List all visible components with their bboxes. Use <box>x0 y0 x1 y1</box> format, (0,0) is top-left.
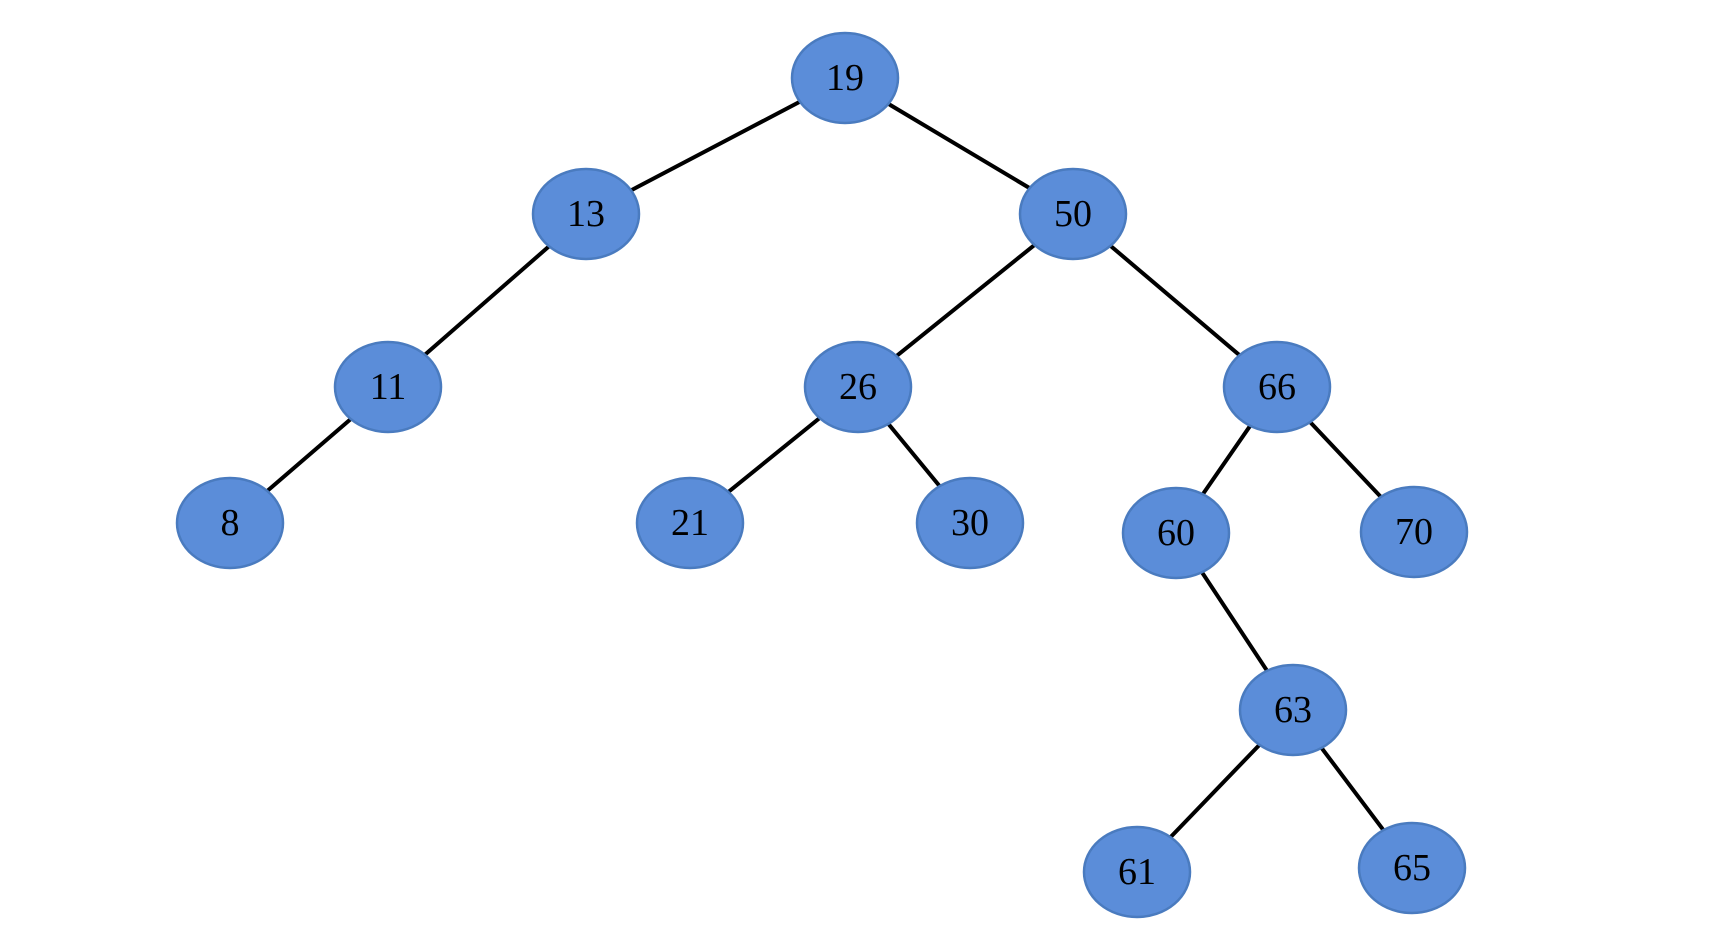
tree-node-label-8: 8 <box>221 502 240 544</box>
tree-node-70: 70 <box>1359 485 1469 579</box>
tree-node-21: 21 <box>635 476 745 570</box>
tree-node-65: 65 <box>1357 821 1467 915</box>
tree-node-30: 30 <box>915 476 1025 570</box>
tree-node-66: 66 <box>1222 340 1332 434</box>
tree-node-26: 26 <box>803 340 913 434</box>
tree-node-label-63: 63 <box>1274 689 1312 731</box>
tree-node-label-60: 60 <box>1157 512 1195 554</box>
tree-node-label-30: 30 <box>951 502 989 544</box>
tree-node-circle-8 <box>175 476 285 570</box>
tree-node-label-19: 19 <box>826 57 864 99</box>
tree-node-11: 11 <box>333 340 443 434</box>
tree-node-label-50: 50 <box>1054 193 1092 235</box>
tree-node-circle-30 <box>915 476 1025 570</box>
tree-node-circle-60 <box>1121 486 1231 580</box>
tree-node-circle-61 <box>1082 825 1192 919</box>
tree-node-50: 50 <box>1018 167 1128 261</box>
tree-node-61: 61 <box>1082 825 1192 919</box>
tree-node-circle-21 <box>635 476 745 570</box>
tree-node-19: 19 <box>790 31 900 125</box>
tree-node-60: 60 <box>1121 486 1231 580</box>
tree-node-label-65: 65 <box>1393 847 1431 889</box>
tree-node-circle-26 <box>803 340 913 434</box>
tree-node-label-66: 66 <box>1258 366 1296 408</box>
tree-node-label-61: 61 <box>1118 851 1156 893</box>
tree-node-label-21: 21 <box>671 502 709 544</box>
tree-node-label-26: 26 <box>839 366 877 408</box>
tree-node-circle-19 <box>790 31 900 125</box>
tree-node-circle-66 <box>1222 340 1332 434</box>
tree-node-circle-13 <box>531 167 641 261</box>
tree-node-label-13: 13 <box>567 193 605 235</box>
tree-node-63: 63 <box>1238 663 1348 757</box>
tree-node-label-11: 11 <box>370 366 407 408</box>
tree-node-label-70: 70 <box>1395 511 1433 553</box>
tree-node-13: 13 <box>531 167 641 261</box>
tree-node-circle-50 <box>1018 167 1128 261</box>
tree-node-circle-11 <box>333 340 443 434</box>
tree-node-circle-70 <box>1359 485 1469 579</box>
tree-node-8: 8 <box>175 476 285 570</box>
tree-node-circle-63 <box>1238 663 1348 757</box>
tree-node-circle-65 <box>1357 821 1467 915</box>
